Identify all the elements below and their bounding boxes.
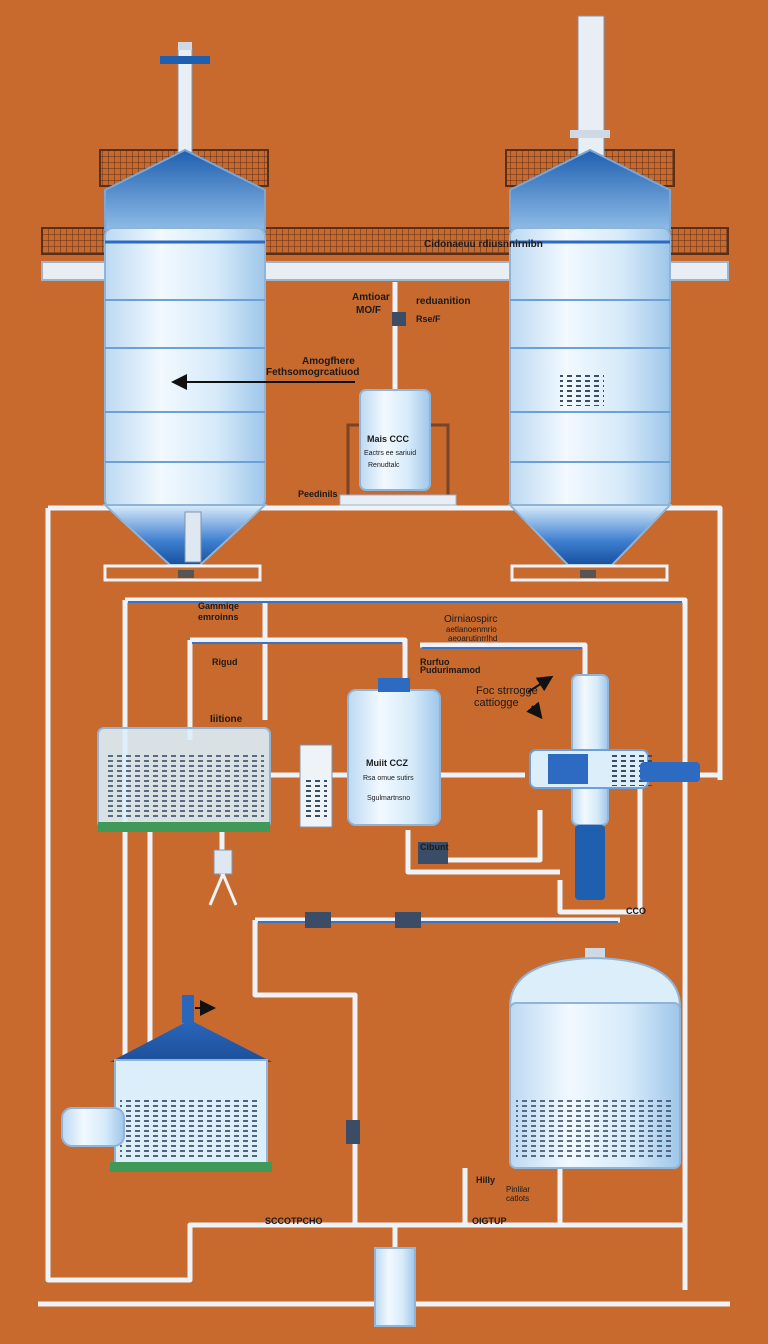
label-storage-2: cattiogge xyxy=(474,697,519,709)
gauge-icon xyxy=(560,372,604,406)
pump-icon xyxy=(418,842,448,864)
label-mid-left-4: Iiitione xyxy=(210,714,243,725)
label-vessel-mid-2: Rsa omue sutirs xyxy=(363,775,414,782)
label-amount-right-2: Rse/F xyxy=(416,314,441,324)
label-vessel-mid-3: Sgulmartnsno xyxy=(367,795,410,802)
label-mid-center-3: aeoarutinrrlhd xyxy=(448,634,497,643)
label-arrow-2: Fethsomogrcatiuod xyxy=(266,367,359,378)
label-amount-left-2: MO/F xyxy=(356,305,381,316)
label-mid-center-5: Pudurimamod xyxy=(420,665,481,675)
mid-left-tank xyxy=(97,727,333,906)
bottom-center-tank xyxy=(374,1247,416,1327)
label-mid-center-4: Rurfuo xyxy=(420,657,450,667)
label-mid-left-3: Rigud xyxy=(212,657,238,667)
label-bottom-left: SCCOTPCHO xyxy=(265,1216,323,1226)
valve-icon xyxy=(392,312,406,326)
arrow-storage-1 xyxy=(527,675,554,693)
separator-column xyxy=(529,674,700,900)
left-tall-vessel xyxy=(102,42,268,582)
mid-center-vessel xyxy=(347,678,448,864)
valve-icon-3 xyxy=(346,1120,360,1144)
label-mid-center-1: Oirniaospirc xyxy=(444,614,497,625)
label-vessel-top-2: Eactrs ee sariuid xyxy=(364,450,416,457)
label-mid-left-2: emroinns xyxy=(198,612,239,622)
label-mid-center-2: aetlanoenmrio xyxy=(446,625,497,634)
label-vessel-mid-1: Muiit CCZ xyxy=(366,758,408,768)
label-vessel-top-1: Mais CCC xyxy=(367,434,410,444)
label-amount-right: reduanition xyxy=(416,296,470,307)
bottom-left-dome-tank xyxy=(61,995,272,1172)
label-mid-left-1: Gammiqe xyxy=(198,601,239,611)
valve-icon-2 xyxy=(395,912,421,928)
label-amount-left: Amtioar xyxy=(352,292,390,303)
label-arrow-1: Amogfhere xyxy=(302,356,355,367)
label-vessel-top-3: Renudtalc xyxy=(368,462,400,469)
top-center-vessel xyxy=(339,312,457,506)
label-bottom-right: OIGTUP xyxy=(472,1216,507,1226)
label-right-tank-3: catlots xyxy=(506,1194,529,1203)
label-storage-1: Foc strrogge xyxy=(476,685,538,697)
label-right-tank-1: Hilly xyxy=(476,1175,495,1185)
arrows xyxy=(171,374,554,1016)
bottom-right-storage-tank xyxy=(508,948,682,1169)
label-co: CCO xyxy=(626,906,646,916)
right-tall-vessel xyxy=(507,15,673,582)
text-labels: Cidonaeuu rdiusnnirnibn Amtioar MO/F red… xyxy=(198,239,646,1226)
valve-icon-1 xyxy=(305,912,331,928)
label-top-center-header: Cidonaeuu rdiusnnirnibn xyxy=(424,239,543,250)
label-cabinet: Cibunt xyxy=(420,842,449,852)
arrow-storage-2 xyxy=(526,701,543,720)
label-pedestal: Peedinils xyxy=(298,489,338,499)
label-right-tank-2: Pinlilar xyxy=(506,1185,530,1194)
